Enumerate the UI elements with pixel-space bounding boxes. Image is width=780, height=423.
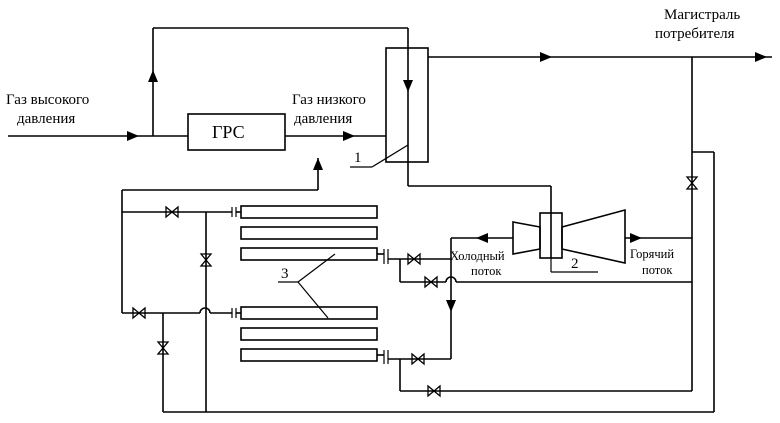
low-pressure-label-2: давления — [294, 111, 353, 127]
component-2-label: 2 — [571, 256, 579, 272]
return-loop — [162, 151, 715, 413]
consumer-main-label-2: потребителя — [655, 26, 735, 42]
hot-flow-label-1: Горячий — [630, 247, 675, 261]
storage-tubes-3 — [240, 205, 389, 364]
high-pressure-label-2: давления — [17, 111, 76, 127]
heat-exchanger-1 — [350, 47, 429, 168]
high-pressure-label-1: Газ высокого — [6, 92, 90, 108]
low-pressure-label-1: Газ низкого — [292, 92, 366, 108]
main-gas-line — [8, 27, 409, 137]
consumer-main-label-1: Магистраль — [664, 7, 741, 23]
cold-flow-label-2: поток — [471, 264, 502, 278]
hot-flow-label-2: поток — [642, 263, 673, 277]
valves — [132, 176, 698, 397]
grs-box — [187, 113, 286, 151]
vortex-tube-2 — [512, 208, 626, 273]
cold-distribution — [388, 238, 693, 392]
consumer-main-line — [407, 56, 772, 280]
grs-label: ГРС — [212, 122, 245, 142]
cold-flow-label-1: Холодный — [450, 249, 505, 263]
component-3-label: 3 — [281, 266, 289, 282]
component-1-label: 1 — [354, 150, 362, 166]
left-network — [121, 158, 319, 412]
